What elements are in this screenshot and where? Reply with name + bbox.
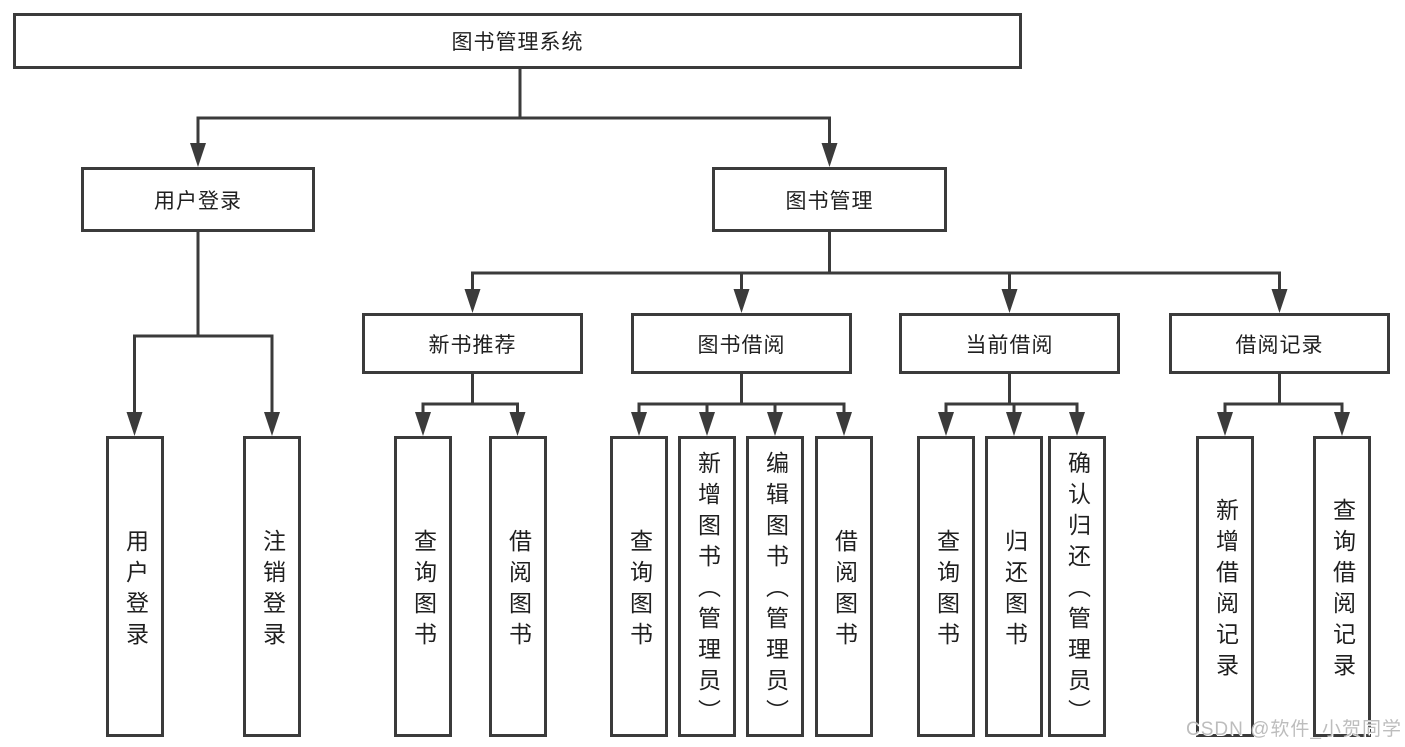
leaf-logout: 注销登录 (243, 436, 301, 737)
node-label: 图书管理系统 (451, 31, 584, 54)
arrowhead-icon (1217, 412, 1233, 436)
node-label: 图书管理 (785, 189, 874, 213)
connector-root-to-level2 (196, 67, 831, 148)
node-borrowing-records: 借阅记录 (1169, 313, 1390, 374)
arrowhead-icon (631, 412, 647, 436)
node-label: 用户登录 (154, 189, 242, 213)
connector-borrowing-branch (637, 372, 846, 417)
leaf-query-borrow-record: 查询借阅记录 (1313, 436, 1371, 737)
arrowhead-icon (264, 412, 280, 436)
arrowhead-icon (767, 412, 783, 436)
node-label: 注销登录 (259, 528, 286, 653)
node-label: 确认归还（管理员） (1064, 451, 1091, 730)
node-label: 新增图书（管理员） (694, 451, 721, 730)
node-book-borrowing: 图书借阅 (631, 313, 852, 374)
node-label: 查询图书 (410, 528, 437, 653)
connector-new-books-branch (421, 372, 519, 417)
leaf-add-borrow-record: 新增借阅记录 (1196, 436, 1254, 737)
arrowhead-icon (938, 412, 954, 436)
node-label: 借阅图书 (505, 528, 532, 653)
arrowhead-icon (1001, 289, 1018, 313)
arrowhead-icon (126, 412, 143, 436)
node-current-borrowing: 当前借阅 (899, 313, 1120, 374)
leaf-query-books-3: 查询图书 (917, 436, 975, 737)
connector-book-mgmt-branch (471, 230, 1281, 294)
node-label: 查询图书 (933, 528, 960, 653)
arrowhead-icon (1069, 412, 1085, 436)
arrowhead-icon (509, 412, 526, 436)
arrowhead-icon (821, 143, 838, 167)
leaf-confirm-return-admin: 确认归还（管理员） (1048, 436, 1106, 737)
node-new-book-recommend: 新书推荐 (362, 313, 583, 374)
csdn-watermark: CSDN @软件_小贺同学 (1186, 719, 1402, 740)
leaf-edit-books-admin: 编辑图书（管理员） (746, 436, 804, 737)
node-label: 借阅记录 (1235, 333, 1324, 357)
leaf-query-books-2: 查询图书 (610, 436, 668, 737)
leaf-return-books: 归还图书 (985, 436, 1043, 737)
node-label: 查询借阅记录 (1329, 497, 1356, 684)
node-library-management-system: 图书管理系统 (13, 13, 1022, 69)
node-label: 用户登录 (122, 528, 149, 653)
connector-user-login-branch (133, 230, 274, 417)
arrowhead-icon (733, 289, 750, 313)
leaf-add-books-admin: 新增图书（管理员） (678, 436, 736, 737)
arrowhead-icon (836, 412, 852, 436)
node-label: 图书借阅 (697, 333, 786, 357)
node-label: 新书推荐 (428, 333, 517, 357)
node-label: 借阅图书 (831, 528, 858, 653)
node-label: 新增借阅记录 (1212, 497, 1239, 684)
leaf-borrow-books-2: 借阅图书 (815, 436, 873, 737)
arrowhead-icon (190, 143, 206, 167)
connector-current-branch (944, 372, 1079, 417)
arrowhead-icon (1334, 412, 1350, 436)
node-label: 编辑图书（管理员） (762, 451, 789, 730)
node-label: 当前借阅 (965, 333, 1054, 357)
leaf-user-login: 用户登录 (106, 436, 164, 737)
arrowhead-icon (464, 289, 481, 313)
leaf-borrow-books-1: 借阅图书 (489, 436, 547, 737)
node-label: 归还图书 (1001, 528, 1028, 653)
node-label: 查询图书 (626, 528, 653, 653)
arrowhead-icon (415, 412, 431, 436)
arrowhead-icon (1271, 289, 1288, 313)
arrowhead-icon (699, 412, 715, 436)
leaf-query-books-1: 查询图书 (394, 436, 452, 737)
arrowhead-icon (1006, 412, 1022, 436)
node-user-login: 用户登录 (81, 167, 315, 232)
node-book-management: 图书管理 (712, 167, 947, 232)
connector-records-branch (1223, 372, 1344, 417)
